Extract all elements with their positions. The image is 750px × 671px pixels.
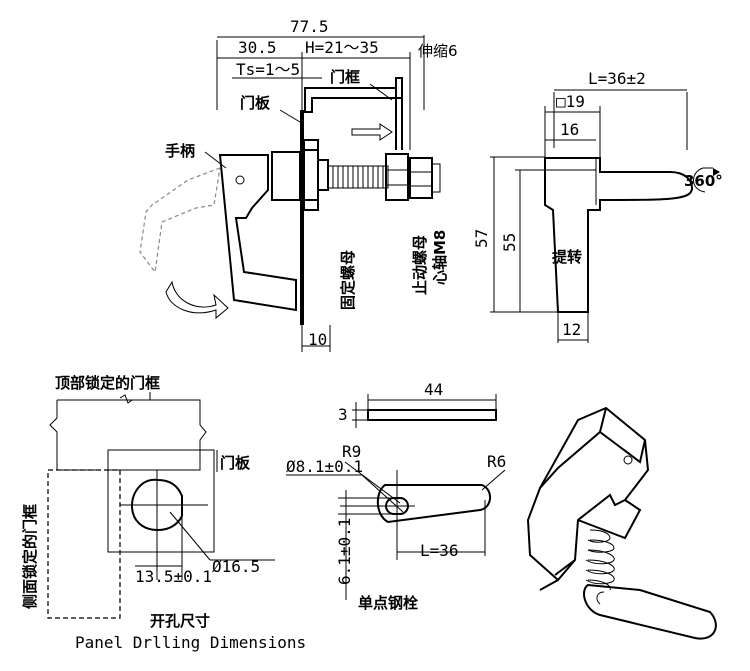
dim-l-label: L=36±2 [588,69,646,88]
dia-label: Ø16.5 [212,557,260,576]
dim-57-label: 57 [472,229,491,248]
dim-l36-label: L=36 [420,541,459,560]
dim-19-label: □19 [556,92,585,111]
dim-6-1-label: 6.1±0.1 [335,518,354,585]
dim-total-label: 77.5 [290,17,329,36]
dim-12-label: 12 [562,320,581,339]
dim-ts-label: Ts=1～5 [236,60,300,79]
lift-turn-label: 提转 [552,248,582,266]
side-view: L=36±2 □19 16 提转 360° 57 55 12 [472,69,723,343]
panel-label: 门板 [240,94,271,112]
dim-13-5-label: 13.5±0.1 [135,567,212,586]
stop-nut [385,153,409,201]
dim-30-5-label: 30.5 [238,38,277,57]
fixed-nut-label: 固定螺母 [339,250,357,310]
assembly-view: 77.5 30.5 H=21～35 伸缩6 Ts=1～5 门框 门板 [139,17,458,352]
dim-h-label: H=21～35 [305,38,379,57]
rotation-360-label: 360° [684,172,723,190]
dim-3-label: 3 [338,405,348,424]
bolt-label: 单点钢栓 [358,594,418,612]
bolt-bar-top [367,409,497,421]
dim-10-label: 10 [308,330,327,349]
r9-label: R9 [342,442,361,461]
handle-label: 手柄 [165,142,195,160]
frame-label: 门框 [330,68,360,86]
isometric-view [526,406,717,640]
drilling-panel-label: 门板 [220,454,251,472]
dim-16-label: 16 [560,120,579,139]
bolt-plate [376,484,491,524]
drilling-title-cn: 开孔尺寸 [150,612,210,630]
drilling-view: 顶部锁定的门框 门板 侧面锁定的门框 Ø16.5 13.5±0.1 开孔尺寸 P… [21,374,306,652]
r6-label: R6 [487,452,506,471]
shaft-label: 心轴M8 [431,230,449,285]
drilling-title-en: Panel Drlling Dimensions [75,633,306,652]
dim-stretch-label: 伸缩6 [418,42,458,60]
dim-44-label: 44 [424,380,443,399]
bolt-view: 44 3 R9 Ø8.1±0.1 R6 L=36 6.1±0.1 单点钢栓 [286,380,506,612]
door-panel [300,110,304,325]
hole-dia-label: Ø8.1±0.1 [286,457,363,476]
dim-55-label: 55 [500,233,519,252]
top-frame-label: 顶部锁定的门框 [55,374,160,392]
stop-nut-label: 止动螺母 [411,235,429,295]
side-frame-label: 侧面锁定的门框 [21,504,39,609]
